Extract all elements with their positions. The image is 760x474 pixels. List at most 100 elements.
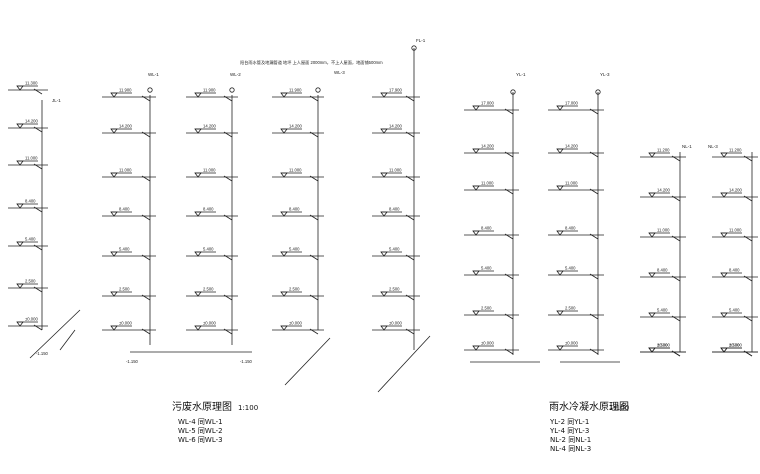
elevation-marker (472, 310, 480, 316)
branch-pipe (309, 131, 319, 138)
elevation-marker (472, 230, 480, 236)
level-label: 8.400 (657, 268, 668, 273)
elevation-marker (194, 325, 202, 331)
level-label: 5.400 (289, 247, 300, 252)
branch-pipe (405, 254, 415, 261)
elevation-marker (280, 211, 288, 217)
vent-cap-icon (147, 87, 153, 93)
bottom-elevation: -1.150 (126, 359, 139, 364)
branch-pipe (309, 328, 319, 335)
level-label: 11.900 (289, 88, 302, 93)
elevation-marker (280, 92, 288, 98)
riser-label: YL-1 (516, 72, 526, 77)
branch-pipe (309, 95, 319, 102)
branch-pipe (671, 195, 681, 202)
level-label: 11.200 (729, 148, 742, 153)
level-label: 5.400 (481, 266, 492, 271)
elevation-marker (110, 211, 118, 217)
level-label: ±0.000 (119, 321, 132, 326)
level-label: 8.400 (729, 268, 740, 273)
level-label: ±0.000 (389, 321, 402, 326)
branch-pipe (33, 324, 43, 331)
elevation-marker (280, 128, 288, 134)
level-label: ±0.000 (203, 321, 216, 326)
caption-2-line-3: NL-2 同NL-1 (550, 436, 591, 444)
level-label: 14.200 (565, 144, 578, 149)
branch-pipe (504, 188, 514, 195)
elevation-marker (16, 241, 24, 247)
caption-2-title: 雨水冷凝水原理图 (549, 400, 629, 413)
level-label: 2.500 (565, 306, 576, 311)
elevation-marker (380, 325, 388, 331)
outfall-pipe (29, 309, 81, 359)
elevation-marker (110, 172, 118, 178)
level-label: 5.400 (729, 308, 740, 313)
level-label: 11.000 (119, 168, 132, 173)
level-label: 2.500 (481, 306, 492, 311)
branch-pipe (223, 328, 233, 335)
branch-pipe (743, 275, 753, 282)
branch-pipe (405, 175, 415, 182)
level-label: ±0.000 (729, 343, 742, 348)
level-label: 14.200 (25, 119, 38, 124)
branch-pipe (589, 108, 599, 115)
level-label: 17.900 (389, 88, 402, 93)
branch-pipe (405, 95, 415, 102)
riser-label: NL-1 (682, 144, 692, 149)
branch-pipe (223, 254, 233, 261)
level-label: ±0.000 (481, 341, 494, 346)
elevation-marker (194, 211, 202, 217)
level-label: 5.400 (119, 247, 130, 252)
level-label: 11.000 (657, 228, 670, 233)
elevation-marker (194, 128, 202, 134)
branch-pipe (223, 131, 233, 138)
branch-pipe (671, 155, 681, 162)
elevation-marker (556, 148, 564, 154)
level-label: 8.400 (25, 199, 36, 204)
branch-pipe (141, 175, 151, 182)
elevation-marker (380, 251, 388, 257)
elevation-marker (16, 123, 24, 129)
branch-pipe (141, 131, 151, 138)
elevation-marker (194, 251, 202, 257)
level-label: 2.500 (389, 287, 400, 292)
elevation-marker (556, 270, 564, 276)
branch-pipe (743, 235, 753, 242)
elevation-marker (110, 128, 118, 134)
level-label: 2.500 (25, 279, 36, 284)
branch-pipe (141, 95, 151, 102)
level-label: 17.000 (565, 101, 578, 106)
branch-pipe (589, 348, 599, 355)
elevation-marker (556, 230, 564, 236)
level-label: 17.000 (481, 101, 494, 106)
elevation-marker (648, 272, 656, 278)
branch-pipe (33, 126, 43, 133)
elevation-marker (380, 211, 388, 217)
vent-cap-icon (315, 87, 321, 93)
elevation-marker (472, 148, 480, 154)
level-label: 14.200 (203, 124, 216, 129)
elevation-marker (648, 232, 656, 238)
elevation-marker (16, 160, 24, 166)
level-label: 2.500 (657, 343, 668, 348)
elevation-marker (720, 312, 728, 318)
level-label: 8.400 (389, 207, 400, 212)
branch-pipe (141, 294, 151, 301)
level-label: 14.200 (481, 144, 494, 149)
outfall-pipe (377, 335, 431, 393)
level-label: 8.400 (203, 207, 214, 212)
caption-1-title: 污废水原理图 (172, 400, 232, 413)
branch-pipe (405, 131, 415, 138)
caption-1-scale: 1:100 (238, 404, 258, 412)
branch-pipe (309, 254, 319, 261)
branch-pipe (589, 233, 599, 240)
elevation-marker (472, 270, 480, 276)
level-label: 14.200 (389, 124, 402, 129)
caption-2-line-2: YL-4 同YL-3 (549, 427, 589, 435)
vent-cap-icon (510, 89, 516, 95)
elevation-marker (110, 291, 118, 297)
level-label: 5.400 (389, 247, 400, 252)
branch-pipe (223, 294, 233, 301)
elevation-marker (280, 251, 288, 257)
